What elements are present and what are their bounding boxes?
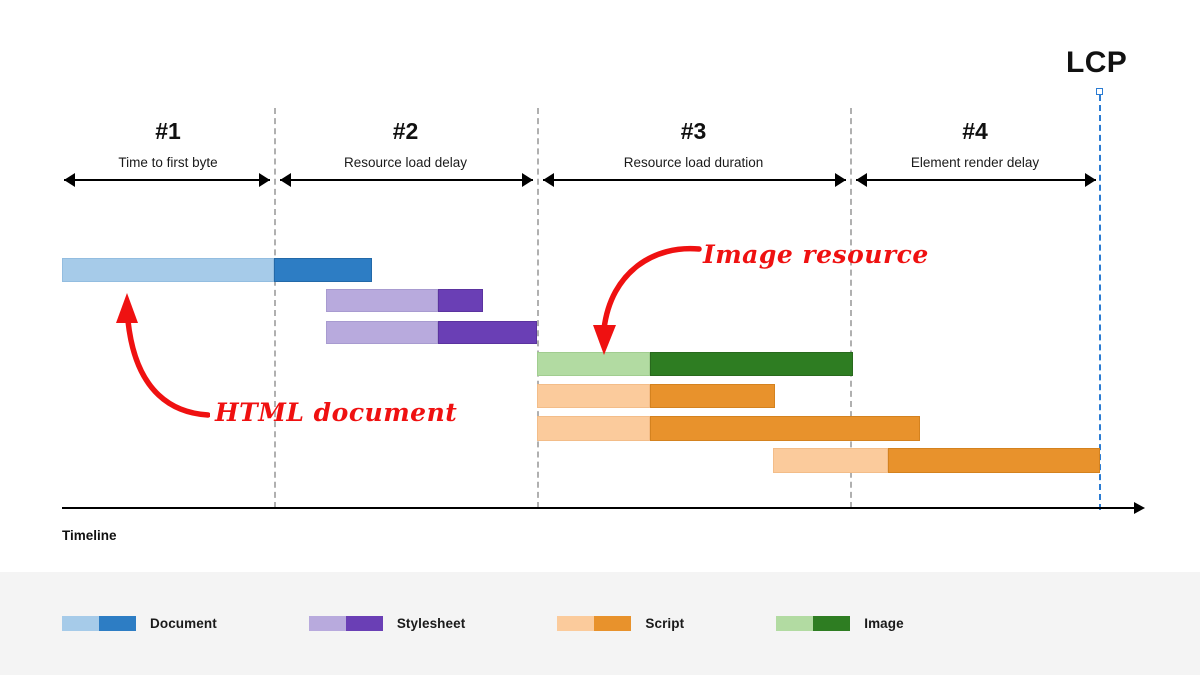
phase-header-2: #2 Resource load delay	[274, 120, 537, 170]
legend-label-image: Image	[864, 616, 904, 631]
bar-segment-wait	[326, 321, 438, 344]
arrow-head-right-icon	[522, 173, 533, 187]
image-resource-annotation-arrow-icon	[593, 245, 702, 355]
legend-label-stylesheet: Stylesheet	[396, 616, 466, 631]
swatch-dark	[99, 616, 136, 631]
legend-item-document[interactable]: Document	[62, 616, 217, 631]
phase-arrow-4	[856, 173, 1096, 187]
bar-segment-wait	[537, 416, 650, 441]
arrow-head-left-icon	[64, 173, 75, 187]
arrow-shaft	[543, 179, 846, 181]
legend-swatch-image	[776, 616, 851, 631]
phase-header-1: #1 Time to first byte	[62, 120, 274, 170]
phase-number-2: #2	[392, 118, 419, 144]
phase-desc-3: Resource load duration	[623, 155, 764, 170]
resource-bar-script-3[interactable]	[773, 448, 1100, 473]
timeline-axis-arrow-icon	[1134, 502, 1145, 514]
arrow-head-left-icon	[543, 173, 554, 187]
resource-bar-script-2[interactable]	[537, 416, 920, 441]
arrow-head-right-icon	[1085, 173, 1096, 187]
phase-separator-1	[274, 108, 276, 508]
bar-segment-transfer	[888, 448, 1100, 473]
phase-arrow-2	[280, 173, 533, 187]
legend-item-stylesheet[interactable]: Stylesheet	[308, 616, 466, 631]
annotation-image-resource: Image resource	[703, 240, 929, 269]
arrow-shaft	[64, 179, 270, 181]
bar-segment-transfer	[650, 384, 775, 408]
resource-bar-stylesheet-1[interactable]	[326, 289, 483, 312]
arrow-head-right-icon	[259, 173, 270, 187]
bar-segment-transfer	[650, 416, 920, 441]
resource-bar-document[interactable]	[62, 258, 372, 282]
bar-segment-wait	[537, 384, 650, 408]
arrow-shaft	[856, 179, 1096, 181]
bar-segment-wait	[62, 258, 274, 282]
bar-segment-transfer	[274, 258, 372, 282]
bar-segment-transfer	[438, 289, 483, 312]
swatch-dark	[345, 616, 383, 631]
annotation-html-document: HTML document	[215, 398, 458, 427]
arrow-head-left-icon	[280, 173, 291, 187]
phase-separator-3	[850, 108, 852, 508]
bar-segment-wait	[537, 352, 650, 376]
swatch-light	[62, 616, 99, 631]
phase-desc-4: Element render delay	[910, 155, 1040, 170]
resource-bar-stylesheet-2[interactable]	[326, 321, 537, 344]
phase-separator-2	[537, 108, 539, 508]
legend-swatch-script	[557, 616, 632, 631]
legend-label-script: Script	[645, 616, 685, 631]
legend-item-image[interactable]: Image	[776, 616, 904, 631]
swatch-light	[557, 616, 595, 631]
swatch-light	[308, 616, 346, 631]
resource-bar-script-1[interactable]	[537, 384, 775, 408]
lcp-marker-square	[1096, 88, 1103, 95]
legend: Document Stylesheet Script	[62, 616, 904, 631]
arrow-head-right-icon	[835, 173, 846, 187]
legend-label-document: Document	[150, 616, 217, 631]
swatch-dark	[594, 616, 632, 631]
legend-item-script[interactable]: Script	[557, 616, 684, 631]
arrow-shaft	[280, 179, 533, 181]
timeline-axis-label: Timeline	[62, 528, 117, 543]
legend-swatch-stylesheet	[308, 616, 383, 631]
timeline-axis	[62, 507, 1135, 509]
legend-strip: Document Stylesheet Script	[0, 572, 1200, 675]
chart-canvas: LCP #1 Time to first byte #2 Resource lo…	[0, 0, 1200, 572]
html-document-annotation-arrow-icon	[116, 293, 210, 418]
bar-segment-transfer	[438, 321, 537, 344]
phase-number-1: #1	[155, 118, 181, 144]
legend-swatch-document	[62, 616, 136, 631]
arrow-head-left-icon	[856, 173, 867, 187]
phase-desc-1: Time to first byte	[118, 155, 218, 170]
phase-arrow-3	[543, 173, 846, 187]
swatch-dark	[813, 616, 851, 631]
phase-number-4: #4	[962, 118, 988, 144]
resource-bar-image[interactable]	[537, 352, 853, 376]
bar-segment-wait	[773, 448, 888, 473]
phase-arrow-1	[64, 173, 270, 187]
phase-number-3: #3	[680, 118, 707, 144]
bar-segment-transfer	[650, 352, 853, 376]
swatch-light	[776, 616, 814, 631]
bar-segment-wait	[326, 289, 438, 312]
lcp-marker-line	[1099, 95, 1101, 510]
phase-header-4: #4 Element render delay	[850, 120, 1100, 170]
phase-header-3: #3 Resource load duration	[537, 120, 850, 170]
phase-desc-2: Resource load delay	[343, 155, 468, 170]
lcp-label: LCP	[1066, 46, 1128, 79]
